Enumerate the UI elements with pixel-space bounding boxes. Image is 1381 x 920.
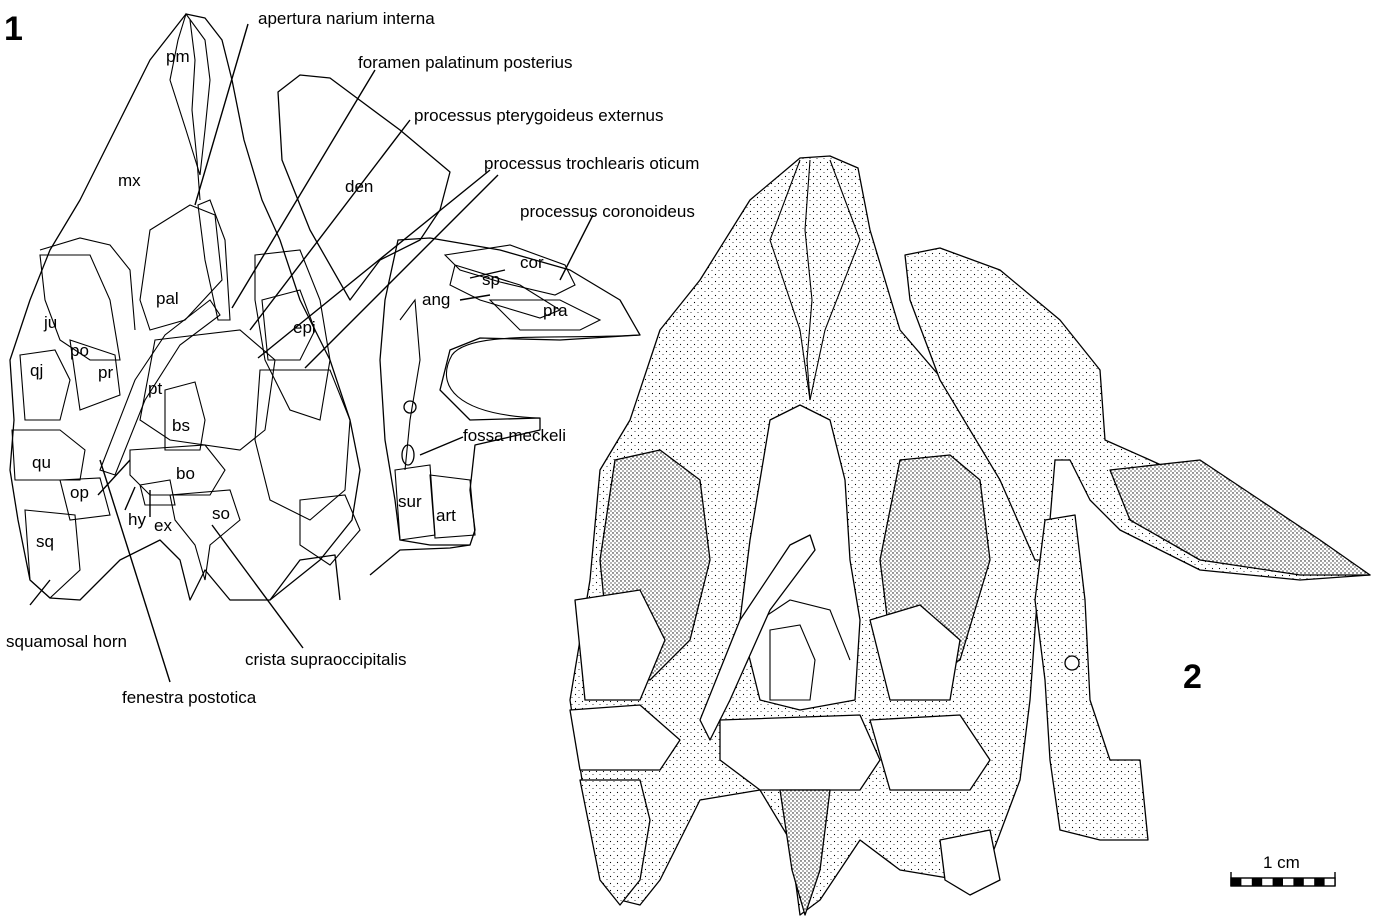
mandible-inner-curve	[446, 335, 640, 418]
bone-ex: ex	[154, 516, 172, 535]
scale-bar-segment	[1252, 878, 1262, 886]
leader-op	[98, 460, 130, 495]
bone-bs: bs	[172, 416, 190, 435]
quadratojugal-outline	[20, 350, 70, 420]
leader-hy	[125, 487, 135, 510]
premaxilla-suture	[170, 14, 210, 175]
exoccipital-outline	[140, 480, 175, 505]
mandible-ramus-stippled	[1110, 460, 1370, 575]
scale-bar-label: 1 cm	[1263, 853, 1300, 872]
scale-bar-segment	[1273, 878, 1283, 886]
leader-crista	[212, 525, 303, 648]
label-apertura: apertura narium interna	[258, 9, 435, 28]
bone-sq: sq	[36, 532, 54, 551]
bone-pr: pr	[98, 363, 113, 382]
cervical-outline-2	[370, 545, 470, 575]
right-squamosal-stippled	[940, 830, 1000, 895]
label-squamosal-horn: squamosal horn	[6, 632, 127, 651]
label-ptery-ext: processus pterygoideus externus	[414, 106, 663, 125]
bone-bo: bo	[176, 464, 195, 483]
mandible-posterior-stippled	[1035, 515, 1148, 840]
leader-apertura	[195, 24, 248, 205]
label-trochlearis: processus trochlearis oticum	[484, 154, 699, 173]
bone-po: po	[70, 341, 89, 360]
palatine-outline	[140, 205, 222, 330]
label-fossa: fossa meckeli	[463, 426, 566, 445]
bone-mx: mx	[118, 171, 141, 190]
panel-2-number: 2	[1183, 658, 1202, 696]
scale-bar-segment	[1293, 878, 1303, 886]
vomer-outline	[198, 200, 230, 320]
label-fenestra: fenestra postotica	[122, 688, 257, 707]
bone-qu: qu	[32, 453, 51, 472]
leader-coronoideus	[560, 215, 593, 280]
bone-qj: qj	[30, 361, 43, 380]
mandible-ramus	[400, 300, 420, 470]
panel-2-stippled-drawing: 2 1 cm	[570, 156, 1370, 915]
bone-pm: pm	[166, 47, 190, 66]
midline-suture	[190, 20, 200, 200]
foramen-circle-stippled	[1065, 656, 1079, 670]
fossa-meckeli-opening	[402, 445, 414, 465]
scale-bar-segment	[1314, 878, 1324, 886]
squamosal-outline	[25, 510, 80, 598]
bone-ju: ju	[43, 313, 57, 332]
bone-op: op	[70, 483, 89, 502]
bone-pal: pal	[156, 289, 179, 308]
leader-squamosal-horn	[30, 580, 50, 605]
scale-bar: 1 cm	[1231, 853, 1335, 886]
bone-sp: sp	[482, 270, 500, 289]
right-pterygoid-region	[255, 370, 350, 520]
basioccipital-stippled	[720, 715, 880, 790]
label-foramen: foramen palatinum posterius	[358, 53, 573, 72]
label-coronoideus: processus coronoideus	[520, 202, 695, 221]
bone-so: so	[212, 504, 230, 523]
bone-cor: cor	[520, 253, 544, 272]
cervical-outline	[270, 555, 340, 600]
bone-sur: sur	[398, 492, 422, 511]
scale-bar-segment	[1231, 878, 1241, 886]
bone-den: den	[345, 177, 373, 196]
bone-ang: ang	[422, 290, 450, 309]
bone-hy: hy	[128, 510, 146, 529]
leader-ang	[460, 295, 490, 300]
bone-pra: pra	[543, 301, 568, 320]
right-quadrate-region	[300, 495, 360, 565]
leader-fossa	[420, 437, 463, 455]
panel-1-number: 1	[4, 10, 23, 48]
foramen-circle	[404, 401, 416, 413]
bone-pt: pt	[148, 379, 162, 398]
label-crista: crista supraoccipitalis	[245, 650, 407, 669]
bone-epi: epi	[293, 318, 316, 337]
bone-art: art	[436, 506, 456, 525]
